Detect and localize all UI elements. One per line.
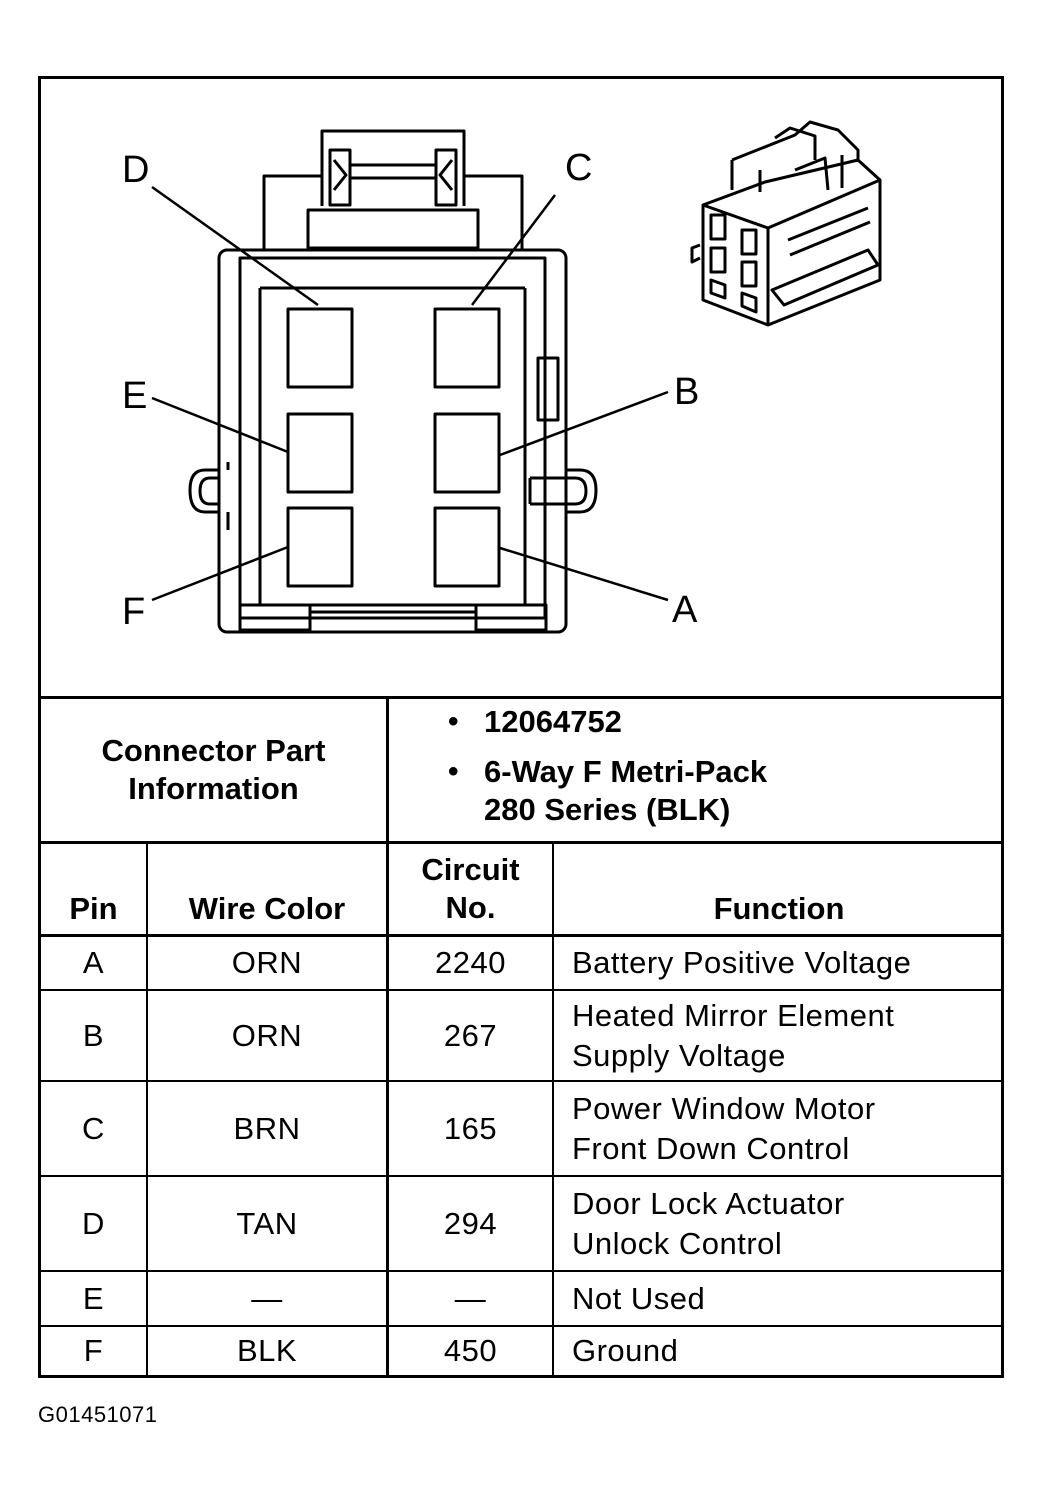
- cavity-b: [433, 412, 501, 494]
- pin-label-a: A: [672, 589, 698, 631]
- divider-drawing-table: [38, 696, 1004, 699]
- table-row-e-function: Not Used: [572, 1280, 706, 1316]
- header-pin: Pin: [69, 891, 118, 926]
- part-number: 12064752: [484, 704, 622, 739]
- pin-label-b: B: [674, 371, 699, 413]
- col-divider-function: [552, 841, 554, 1378]
- table-row-f-function: Ground: [572, 1333, 679, 1368]
- table-row-a-pin: A: [82, 945, 105, 980]
- row-divider: [38, 1080, 1004, 1082]
- table-row-d-pin: D: [82, 1205, 105, 1241]
- table-row-f-color: BLK: [236, 1333, 298, 1368]
- table-row-a-circuit: 2240: [435, 945, 506, 980]
- connector-face-view: [188, 129, 598, 634]
- header-function: Function: [713, 891, 845, 926]
- divider-header-rows: [38, 934, 1004, 937]
- connector-info-values: • 12064752 • 6-Way F Metri-Pack 280 Seri…: [448, 703, 988, 841]
- pin-label-e: E: [122, 375, 147, 417]
- row-divider: [38, 1175, 1004, 1177]
- pin-label-f: F: [122, 591, 145, 633]
- connector-info-label-line2: Information: [128, 771, 299, 806]
- part-number-bullet: • 12064752: [448, 703, 988, 741]
- table-row-f-circuit: 450: [443, 1333, 498, 1368]
- header-wire-color: Wire Color: [188, 891, 346, 926]
- connector-info-label-line1: Connector Part: [101, 733, 326, 768]
- row-divider: [38, 1270, 1004, 1272]
- table-row-d-circuit: 294: [443, 1205, 498, 1241]
- table-row-b-pin: B: [82, 1017, 105, 1053]
- cavity-e: [286, 412, 354, 494]
- table-row-c-pin: C: [82, 1110, 105, 1146]
- table-row-d-color: TAN: [236, 1205, 298, 1241]
- table-row-c-circuit: 165: [443, 1110, 498, 1146]
- cavity-a: [433, 506, 501, 588]
- header-circuit-no: Circuit No.: [421, 852, 520, 925]
- table-row-a-function: Battery Positive Voltage: [572, 945, 912, 980]
- table-row-f-pin: F: [83, 1333, 104, 1368]
- connector-info-label: Connector Part Information: [41, 699, 386, 841]
- table-row-e-pin: E: [82, 1280, 105, 1316]
- row-divider: [38, 1325, 1004, 1327]
- pin-leader-lines: [151, 185, 669, 602]
- connector-type-line2: 280 Series (BLK): [484, 792, 731, 827]
- divider-info-header: [38, 841, 1004, 844]
- table-row-b-color: ORN: [231, 1017, 303, 1053]
- row-divider: [38, 989, 1004, 991]
- table-row-e-color: —: [251, 1280, 283, 1316]
- table-row-c-color: BRN: [233, 1110, 301, 1146]
- table-row-e-circuit: —: [454, 1280, 487, 1316]
- connector-diagram: D C E B F A: [122, 120, 882, 634]
- table-row-b-circuit: 267: [443, 1017, 498, 1053]
- figure-frame: [38, 76, 1004, 1378]
- cavity-c: [433, 307, 501, 389]
- table-row-a-color: ORN: [231, 945, 303, 980]
- pin-label-d: D: [122, 149, 149, 191]
- bullet-icon: •: [448, 705, 459, 738]
- connector-isometric-view: [690, 120, 882, 327]
- pin-label-c: C: [565, 147, 592, 189]
- figure-code: G01451071: [38, 1402, 158, 1427]
- connector-type-bullet: • 6-Way F Metri-Pack 280 Series (BLK): [448, 753, 988, 829]
- cavity-d: [286, 307, 354, 389]
- col-divider-circuit: [386, 696, 389, 1378]
- connector-type-line1: 6-Way F Metri-Pack: [484, 754, 768, 789]
- col-divider-pin: [146, 841, 148, 1378]
- bullet-icon: •: [448, 755, 459, 788]
